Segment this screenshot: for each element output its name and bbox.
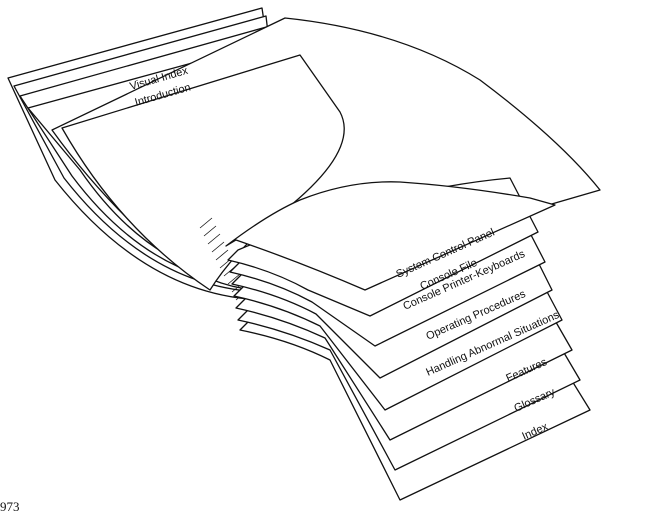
figure-number: 973	[0, 500, 20, 514]
